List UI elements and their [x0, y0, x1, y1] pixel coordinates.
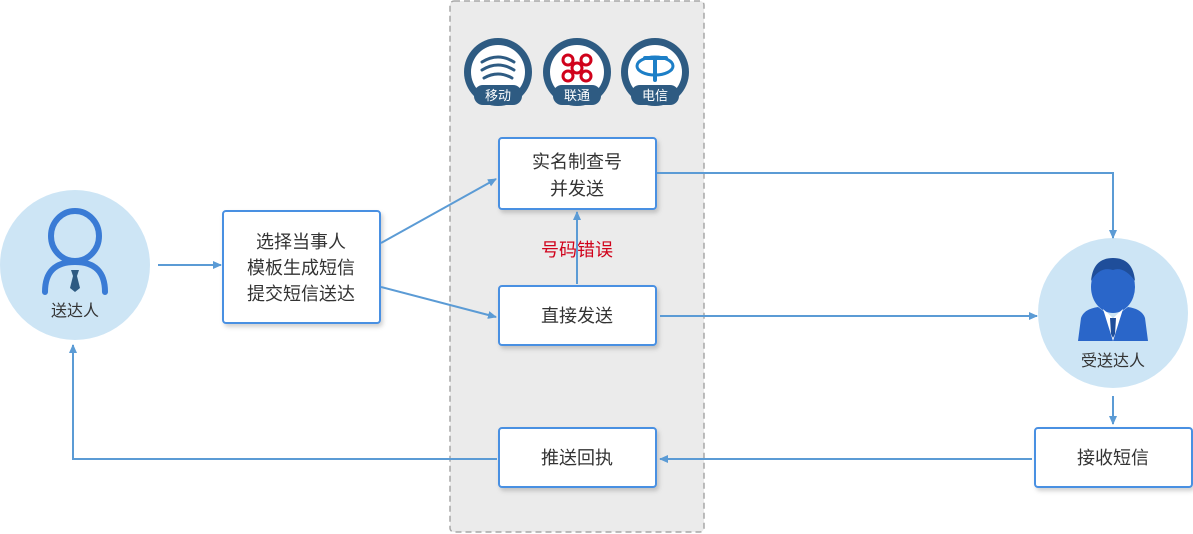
arrow-compose-to-realname: [380, 178, 497, 244]
compose-line-1: 选择当事人: [256, 232, 346, 253]
direct-send-label: 直接发送: [541, 306, 613, 327]
china-mobile-logo-icon: [480, 55, 516, 80]
arrow-realname-to-receiver: [657, 172, 1117, 239]
china-telecom-logo-icon: [635, 55, 675, 82]
carrier-label-telecom: 电信: [642, 89, 668, 104]
carrier-label-unicom: 联通: [564, 89, 590, 104]
carrier-china-telecom: 电信: [621, 38, 689, 106]
carrier-label-mobile: 移动: [485, 89, 511, 104]
user-outline-icon: [42, 208, 108, 295]
carrier-china-mobile: 移动: [464, 38, 532, 106]
realname-line-2: 并发送: [550, 179, 604, 200]
receive-sms-box: 接收短信: [1034, 427, 1193, 488]
arrow-compose-to-direct: [380, 286, 497, 319]
receive-sms-label: 接收短信: [1077, 448, 1149, 469]
arrow-receipt-to-sender: [69, 344, 497, 460]
compose-line-3: 提交短信送达: [247, 284, 355, 305]
receiver-label: 受送达人: [1081, 351, 1145, 370]
receipt-label: 推送回执: [541, 448, 613, 469]
carrier-china-unicom: 联通: [543, 38, 611, 106]
realname-box: 实名制查号 并发送: [498, 137, 657, 210]
china-unicom-logo-icon: [561, 53, 593, 83]
compose-line-2: 模板生成短信: [247, 258, 355, 279]
receipt-box: 推送回执: [498, 427, 657, 488]
receiver-node: 受送达人: [1038, 238, 1188, 388]
compose-box: 选择当事人 模板生成短信 提交短信送达: [222, 210, 381, 324]
realname-line-1: 实名制查号: [532, 152, 622, 173]
direct-send-box: 直接发送: [498, 285, 657, 346]
sender-label: 送达人: [51, 301, 99, 320]
tie-icon: [70, 270, 80, 292]
user-suit-icon: [1078, 258, 1148, 341]
sender-node: 送达人: [0, 190, 150, 340]
